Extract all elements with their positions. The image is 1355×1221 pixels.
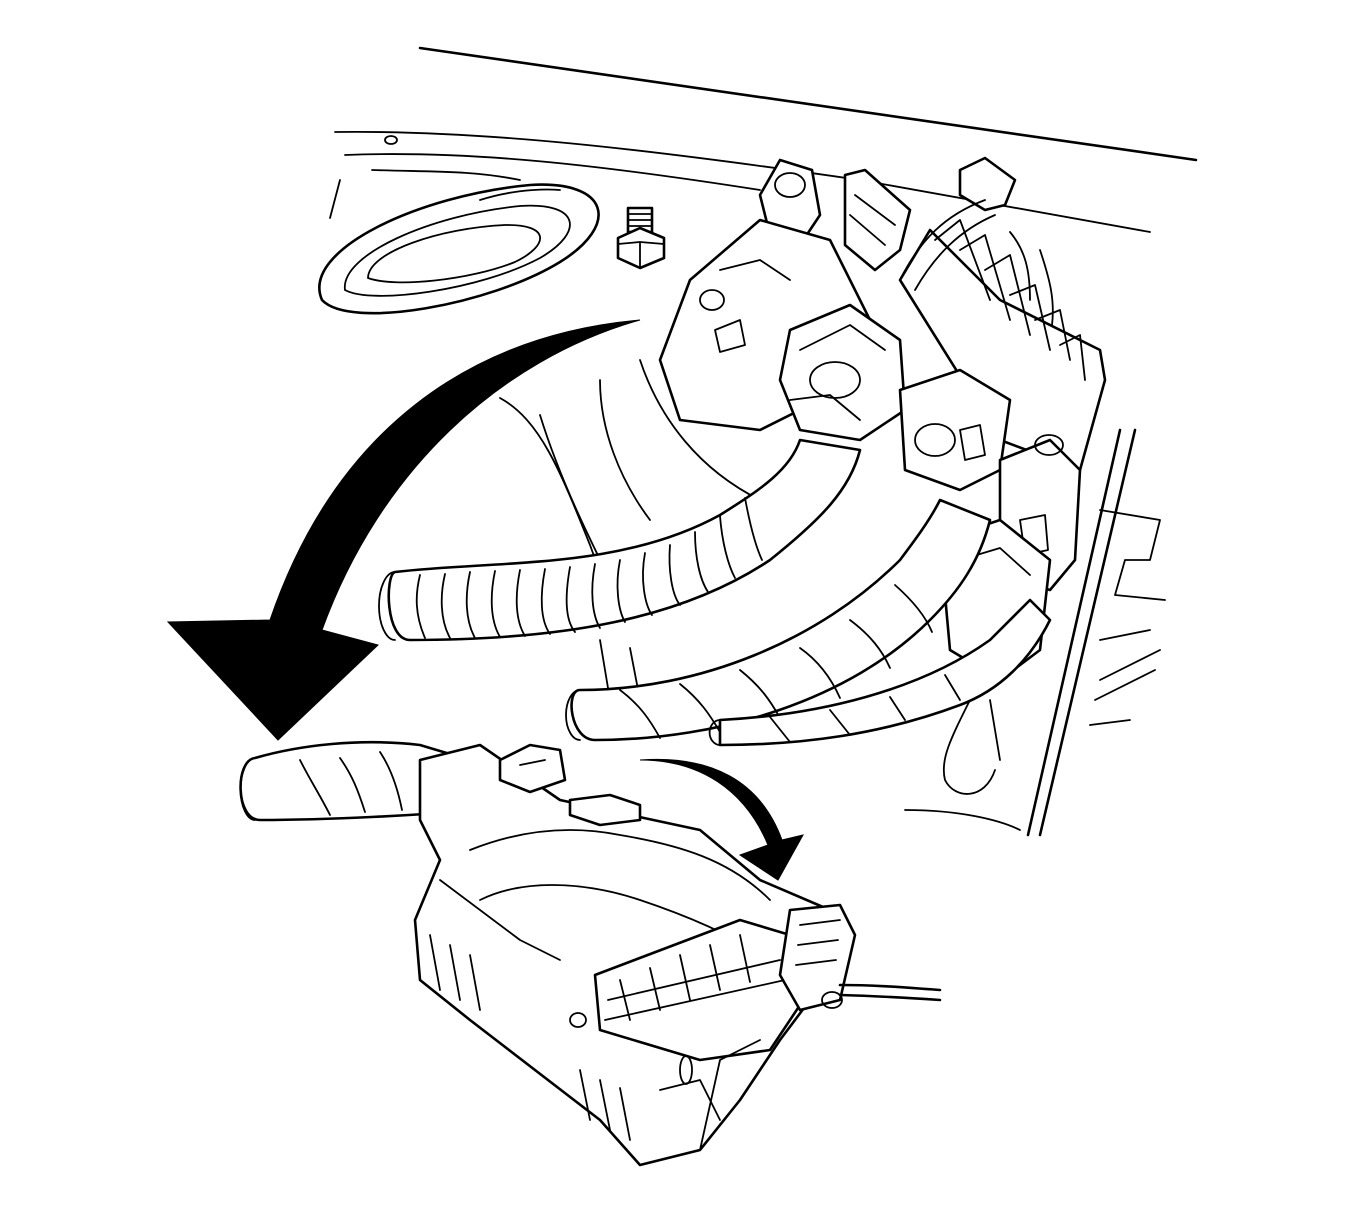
vehicle-body-panel [318, 46, 1198, 837]
mounting-nut [616, 206, 666, 270]
module-heat-sink [898, 219, 1107, 472]
module-housing [239, 740, 942, 1167]
small-rotation-arrow [639, 758, 804, 881]
wiring-harness-connectors [378, 156, 1082, 747]
large-removal-arrow [166, 319, 641, 741]
